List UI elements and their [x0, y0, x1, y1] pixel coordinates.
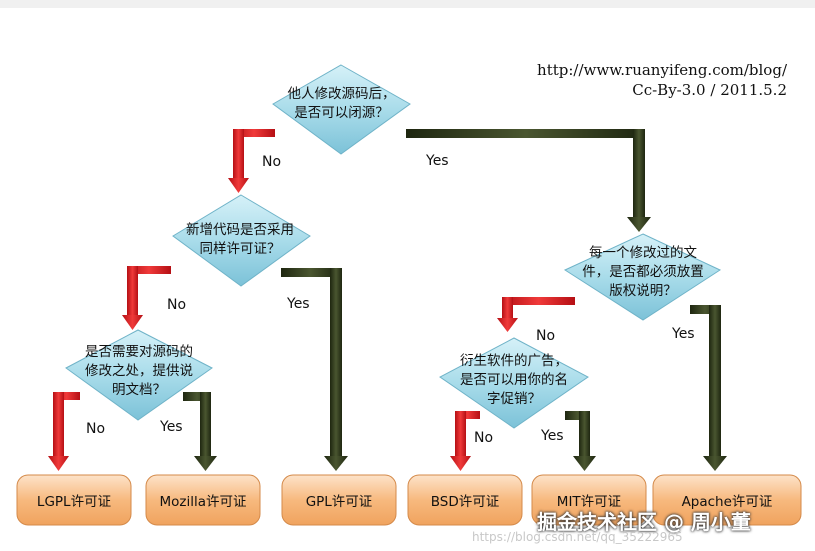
edge-label-q2-no: No — [167, 297, 187, 313]
decision-q2-shape — [172, 194, 311, 287]
edge-label-q3-yes: Yes — [160, 419, 183, 435]
edge-label-q5-no: No — [474, 430, 494, 446]
decision-q3-shape — [65, 329, 213, 421]
arrow-q1-no — [228, 129, 275, 193]
leaf-lgpl-shape — [16, 474, 132, 526]
leaf-mit-shape — [531, 474, 647, 526]
edge-label-q1-yes: Yes — [426, 153, 449, 169]
arrow-q5-yes — [565, 411, 596, 471]
leaf-bsd-shape — [407, 474, 523, 526]
credit-url: http://www.ruanyifeng.com/blog/ — [537, 61, 787, 79]
edge-label-q5-yes: Yes — [541, 428, 564, 444]
decision-q4-shape — [563, 233, 722, 321]
edge-label-q3-no: No — [86, 421, 106, 437]
arrow-q4-no — [497, 297, 575, 332]
decision-q1-shape — [272, 64, 411, 155]
watermark-brand: 掘金技术社区 @ 周小董 — [537, 510, 751, 534]
arrow-q4-yes — [690, 305, 727, 471]
top-bar — [0, 0, 815, 8]
arrow-q1-yes — [406, 129, 651, 232]
leaf-mozilla-shape — [145, 474, 261, 526]
arrow-q5-no — [450, 411, 480, 471]
decision-q5-shape — [439, 337, 589, 429]
edge-label-q1-no: No — [262, 154, 282, 170]
arrow-q3-no — [48, 392, 80, 471]
leaf-gpl-shape — [281, 474, 397, 526]
leaf-apache-shape — [652, 474, 802, 526]
watermark-url: https://blog.csdn.net/qq_35222965 — [472, 530, 683, 544]
arrow-q2-yes — [281, 268, 348, 471]
edge-label-q4-yes: Yes — [672, 326, 695, 342]
edge-label-q2-yes: Yes — [287, 296, 310, 312]
arrow-q2-no — [122, 266, 171, 330]
edge-label-q4-no: No — [536, 328, 556, 344]
credit-license: Cc-By-3.0 / 2011.5.2 — [632, 81, 787, 99]
arrow-q3-yes — [183, 392, 217, 471]
